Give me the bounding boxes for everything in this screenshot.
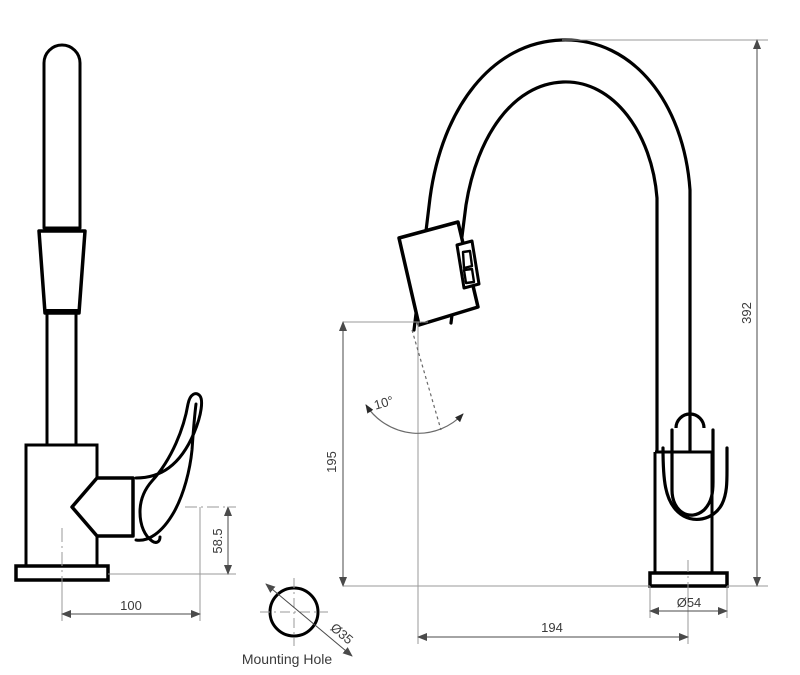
side-handle-mount bbox=[70, 476, 135, 538]
dim-label-195: 195 bbox=[324, 451, 339, 473]
side-view-dimensions: 58.5 100 bbox=[61, 506, 236, 621]
side-spout-tube bbox=[42, 43, 82, 230]
mounting-hole-label: Mounting Hole bbox=[242, 651, 332, 667]
side-view-group bbox=[14, 43, 204, 600]
front-handle-loop-outer bbox=[670, 428, 715, 517]
front-handle-loop-top bbox=[674, 412, 706, 429]
dim-label-392: 392 bbox=[739, 302, 754, 324]
front-handle-loop-inner bbox=[661, 446, 729, 521]
dim-label-585: 58.5 bbox=[210, 528, 225, 553]
dim-label-194: 194 bbox=[541, 620, 563, 635]
side-base-flange bbox=[14, 564, 110, 582]
side-spray-head bbox=[37, 229, 87, 315]
spray-head-button-upper bbox=[461, 249, 474, 270]
angle-arc-10deg bbox=[365, 404, 464, 434]
mounting-hole-leader-line bbox=[265, 583, 353, 657]
gooseneck-inner-curve bbox=[449, 80, 659, 452]
spray-head-button-lower bbox=[462, 267, 476, 285]
side-handle-lever-inner bbox=[134, 402, 198, 542]
dim-label-100: 100 bbox=[120, 598, 142, 613]
dim-label-54: Ø54 bbox=[677, 595, 702, 610]
front-view-group bbox=[397, 38, 729, 608]
mounting-hole-detail-group: Ø35 Mounting Hole bbox=[242, 578, 356, 667]
front-view-dimensions: 392 195 10° 194 Ø54 bbox=[324, 39, 768, 644]
dim-label-10deg: 10° bbox=[372, 393, 395, 413]
side-shaft bbox=[45, 314, 78, 444]
